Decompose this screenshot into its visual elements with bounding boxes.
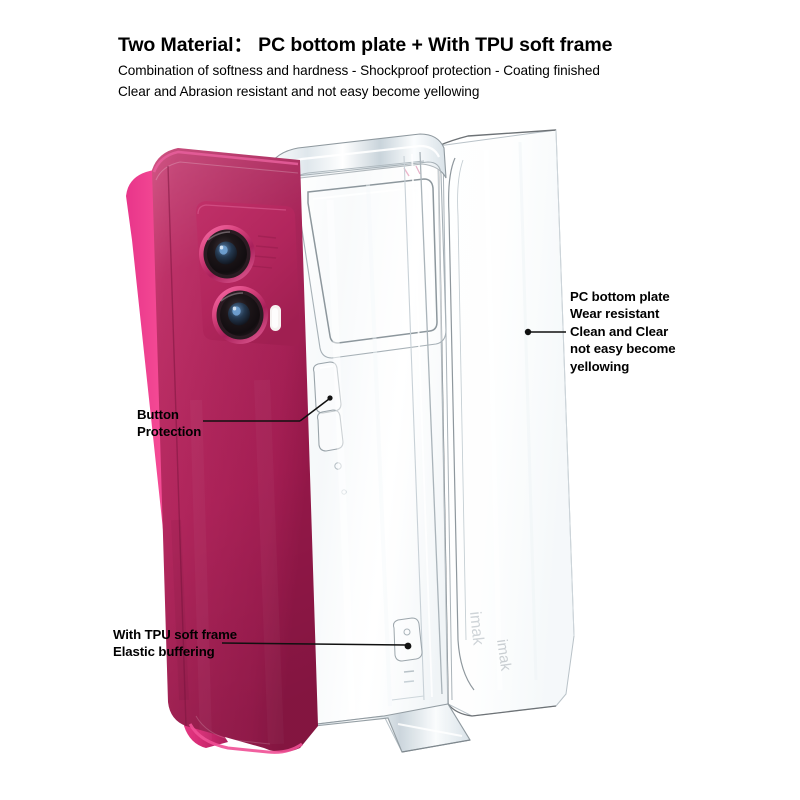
callout-pc-line-2: Wear resistant [570, 306, 660, 322]
header-subtitle-line-2: Clear and Abrasion resistant and not eas… [118, 84, 480, 100]
callout-pc-line-4: not easy become [570, 341, 676, 357]
callout-tpu-line-1: With TPU soft frame [113, 627, 237, 642]
callout-tpu-soft-frame: With TPU soft frame Elastic buffering [113, 626, 237, 661]
callout-pc-line-1: PC bottom plate [570, 289, 670, 304]
brand-mark-pc-plate: imak [493, 638, 514, 672]
pc-bottom-plate-layer: imak [437, 129, 575, 717]
camera-lens-upper [199, 225, 255, 283]
leader-dot-pc-plate [524, 328, 532, 336]
callout-pc-line-3: Clean and Clear [570, 323, 669, 339]
camera-lens-lower [212, 286, 268, 344]
header-text-block: Two Material： PC bottom plate + With TPU… [118, 33, 738, 103]
callout-tpu-line-2: Elastic buffering [113, 644, 215, 660]
callout-button-protection: Button Protection [137, 406, 201, 441]
header-subtitle-line-1: Combination of softness and hardness - S… [118, 63, 600, 79]
tpu-frame-anchor-dot [404, 642, 412, 650]
camera-flash [270, 305, 281, 331]
page-title: Two Material： PC bottom plate + With TPU… [118, 34, 613, 56]
callout-button-line-2: Protection [137, 424, 202, 440]
callout-button-line-1: Button [137, 407, 179, 422]
callout-pc-line-5: yellowing [570, 358, 630, 374]
brand-mark-tpu-case: imak [466, 611, 487, 647]
callout-leader-lines [203, 328, 566, 646]
camera-spec-engraving [251, 235, 279, 269]
phone-layer [126, 148, 318, 754]
callout-pc-bottom-plate: PC bottom plate Wear resistant Clean and… [570, 288, 676, 375]
